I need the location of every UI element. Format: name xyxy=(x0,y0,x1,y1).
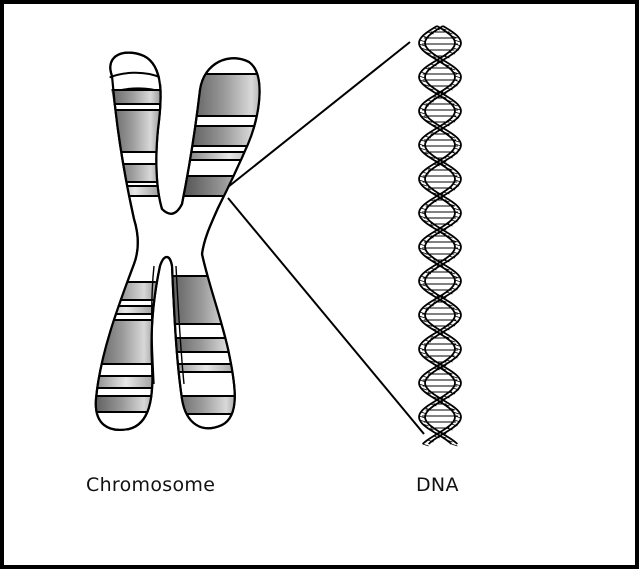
dna-helix-icon xyxy=(419,26,461,446)
dna-label: DNA xyxy=(416,474,459,496)
connector-line-bottom xyxy=(228,198,424,434)
diagram-canvas: Chromosome DNA xyxy=(4,4,635,565)
chromosome-label: Chromosome xyxy=(86,474,215,496)
dna-strand-b-shading xyxy=(423,444,429,446)
